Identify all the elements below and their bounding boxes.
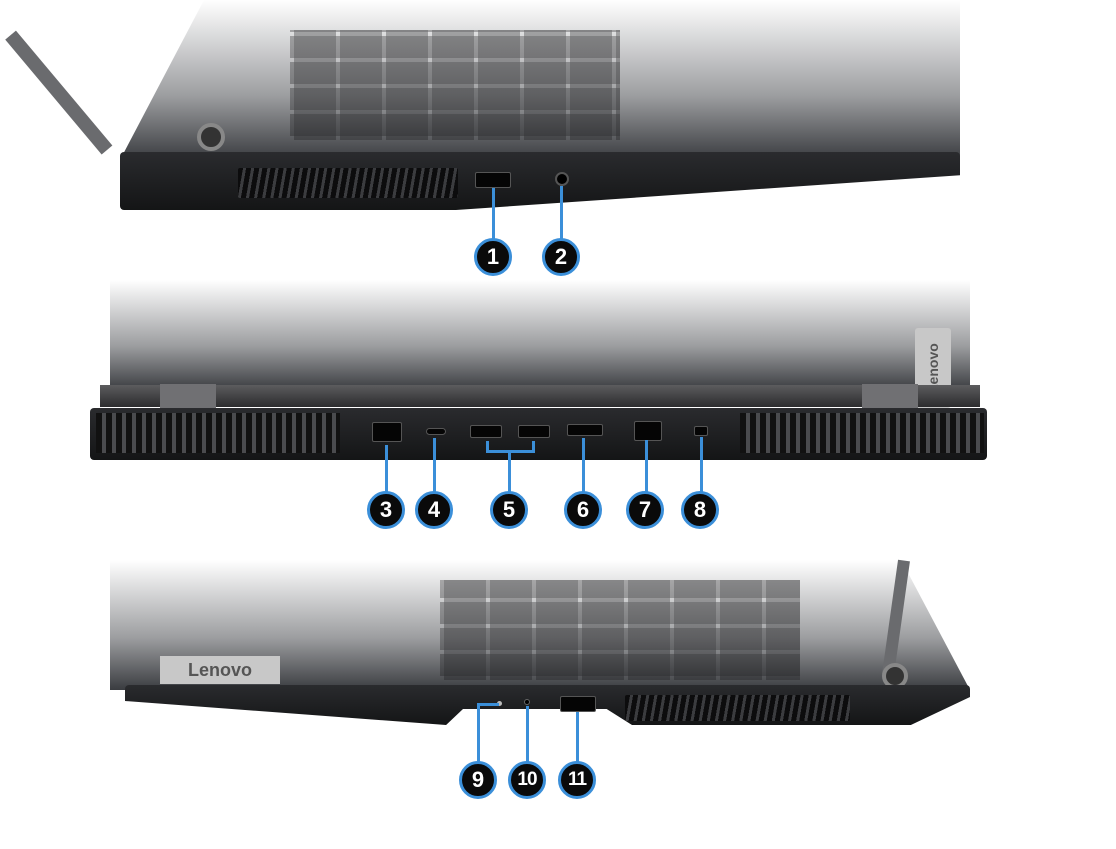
- lid: [110, 280, 970, 390]
- laptop-right-side-view: Lenovo 9 10 11: [0, 559, 1116, 849]
- callout-line-9: [477, 704, 480, 764]
- usb-a-port-rear-2: [518, 425, 550, 438]
- hinge-bar: [100, 385, 980, 407]
- keyboard-deck: [120, 0, 960, 160]
- callout-7-power: 7: [626, 491, 664, 529]
- rear-vent-left: [96, 413, 340, 453]
- callout-4-usb-c: 4: [415, 491, 453, 529]
- callout-line-3: [385, 445, 388, 495]
- callout-5-usb-a: 5: [490, 491, 528, 529]
- callout-3-ethernet: 3: [367, 491, 405, 529]
- callout-line-9-h: [477, 703, 499, 706]
- callout-line-8: [700, 437, 703, 495]
- power-indicator: [497, 701, 502, 706]
- audio-jack: [555, 172, 569, 186]
- callout-line-5: [508, 450, 511, 495]
- hinge-right: [862, 384, 918, 408]
- usb-a-port-rear-1: [470, 425, 502, 438]
- hinge-left: [160, 384, 216, 408]
- callout-line-6: [582, 438, 585, 495]
- rear-vent-right: [740, 413, 984, 453]
- callout-line-1: [492, 188, 495, 240]
- usb-c-port: [426, 428, 446, 435]
- callout-line-4: [433, 438, 436, 495]
- callout-1-usb: 1: [474, 238, 512, 276]
- side-vent: [238, 168, 458, 198]
- callout-10-reset: 10: [508, 761, 546, 799]
- right-side-vent: [625, 695, 850, 721]
- callout-2-audio: 2: [542, 238, 580, 276]
- callout-line-11: [576, 712, 579, 764]
- callout-6-hdmi: 6: [564, 491, 602, 529]
- numpad-keys: [440, 580, 800, 680]
- callout-line-2: [560, 186, 563, 240]
- callout-8-lock: 8: [681, 491, 719, 529]
- keyboard: [290, 30, 620, 140]
- lenovo-logo-deck: Lenovo: [160, 656, 280, 684]
- callout-line-10: [526, 706, 529, 764]
- usb-a-port-right: [560, 696, 596, 712]
- security-lock-slot: [694, 426, 708, 436]
- callout-11-usb: 11: [558, 761, 596, 799]
- laptop-left-side-view: 1 2: [0, 0, 1116, 276]
- ethernet-port: [372, 422, 402, 442]
- callout-bracket-5-left: [486, 441, 489, 453]
- laptop-rear-view: Lenovo 3 4 5 6 7 8: [0, 260, 1116, 540]
- callout-9-indicator: 9: [459, 761, 497, 799]
- power-port: [634, 421, 662, 441]
- hinge-arm: [5, 30, 113, 155]
- hinge-logo: [197, 123, 225, 151]
- callout-line-7: [645, 440, 648, 495]
- callout-bracket-5-right: [532, 441, 535, 453]
- hdmi-port: [567, 424, 603, 436]
- reset-pinhole: [524, 699, 530, 705]
- usb-a-port: [475, 172, 511, 188]
